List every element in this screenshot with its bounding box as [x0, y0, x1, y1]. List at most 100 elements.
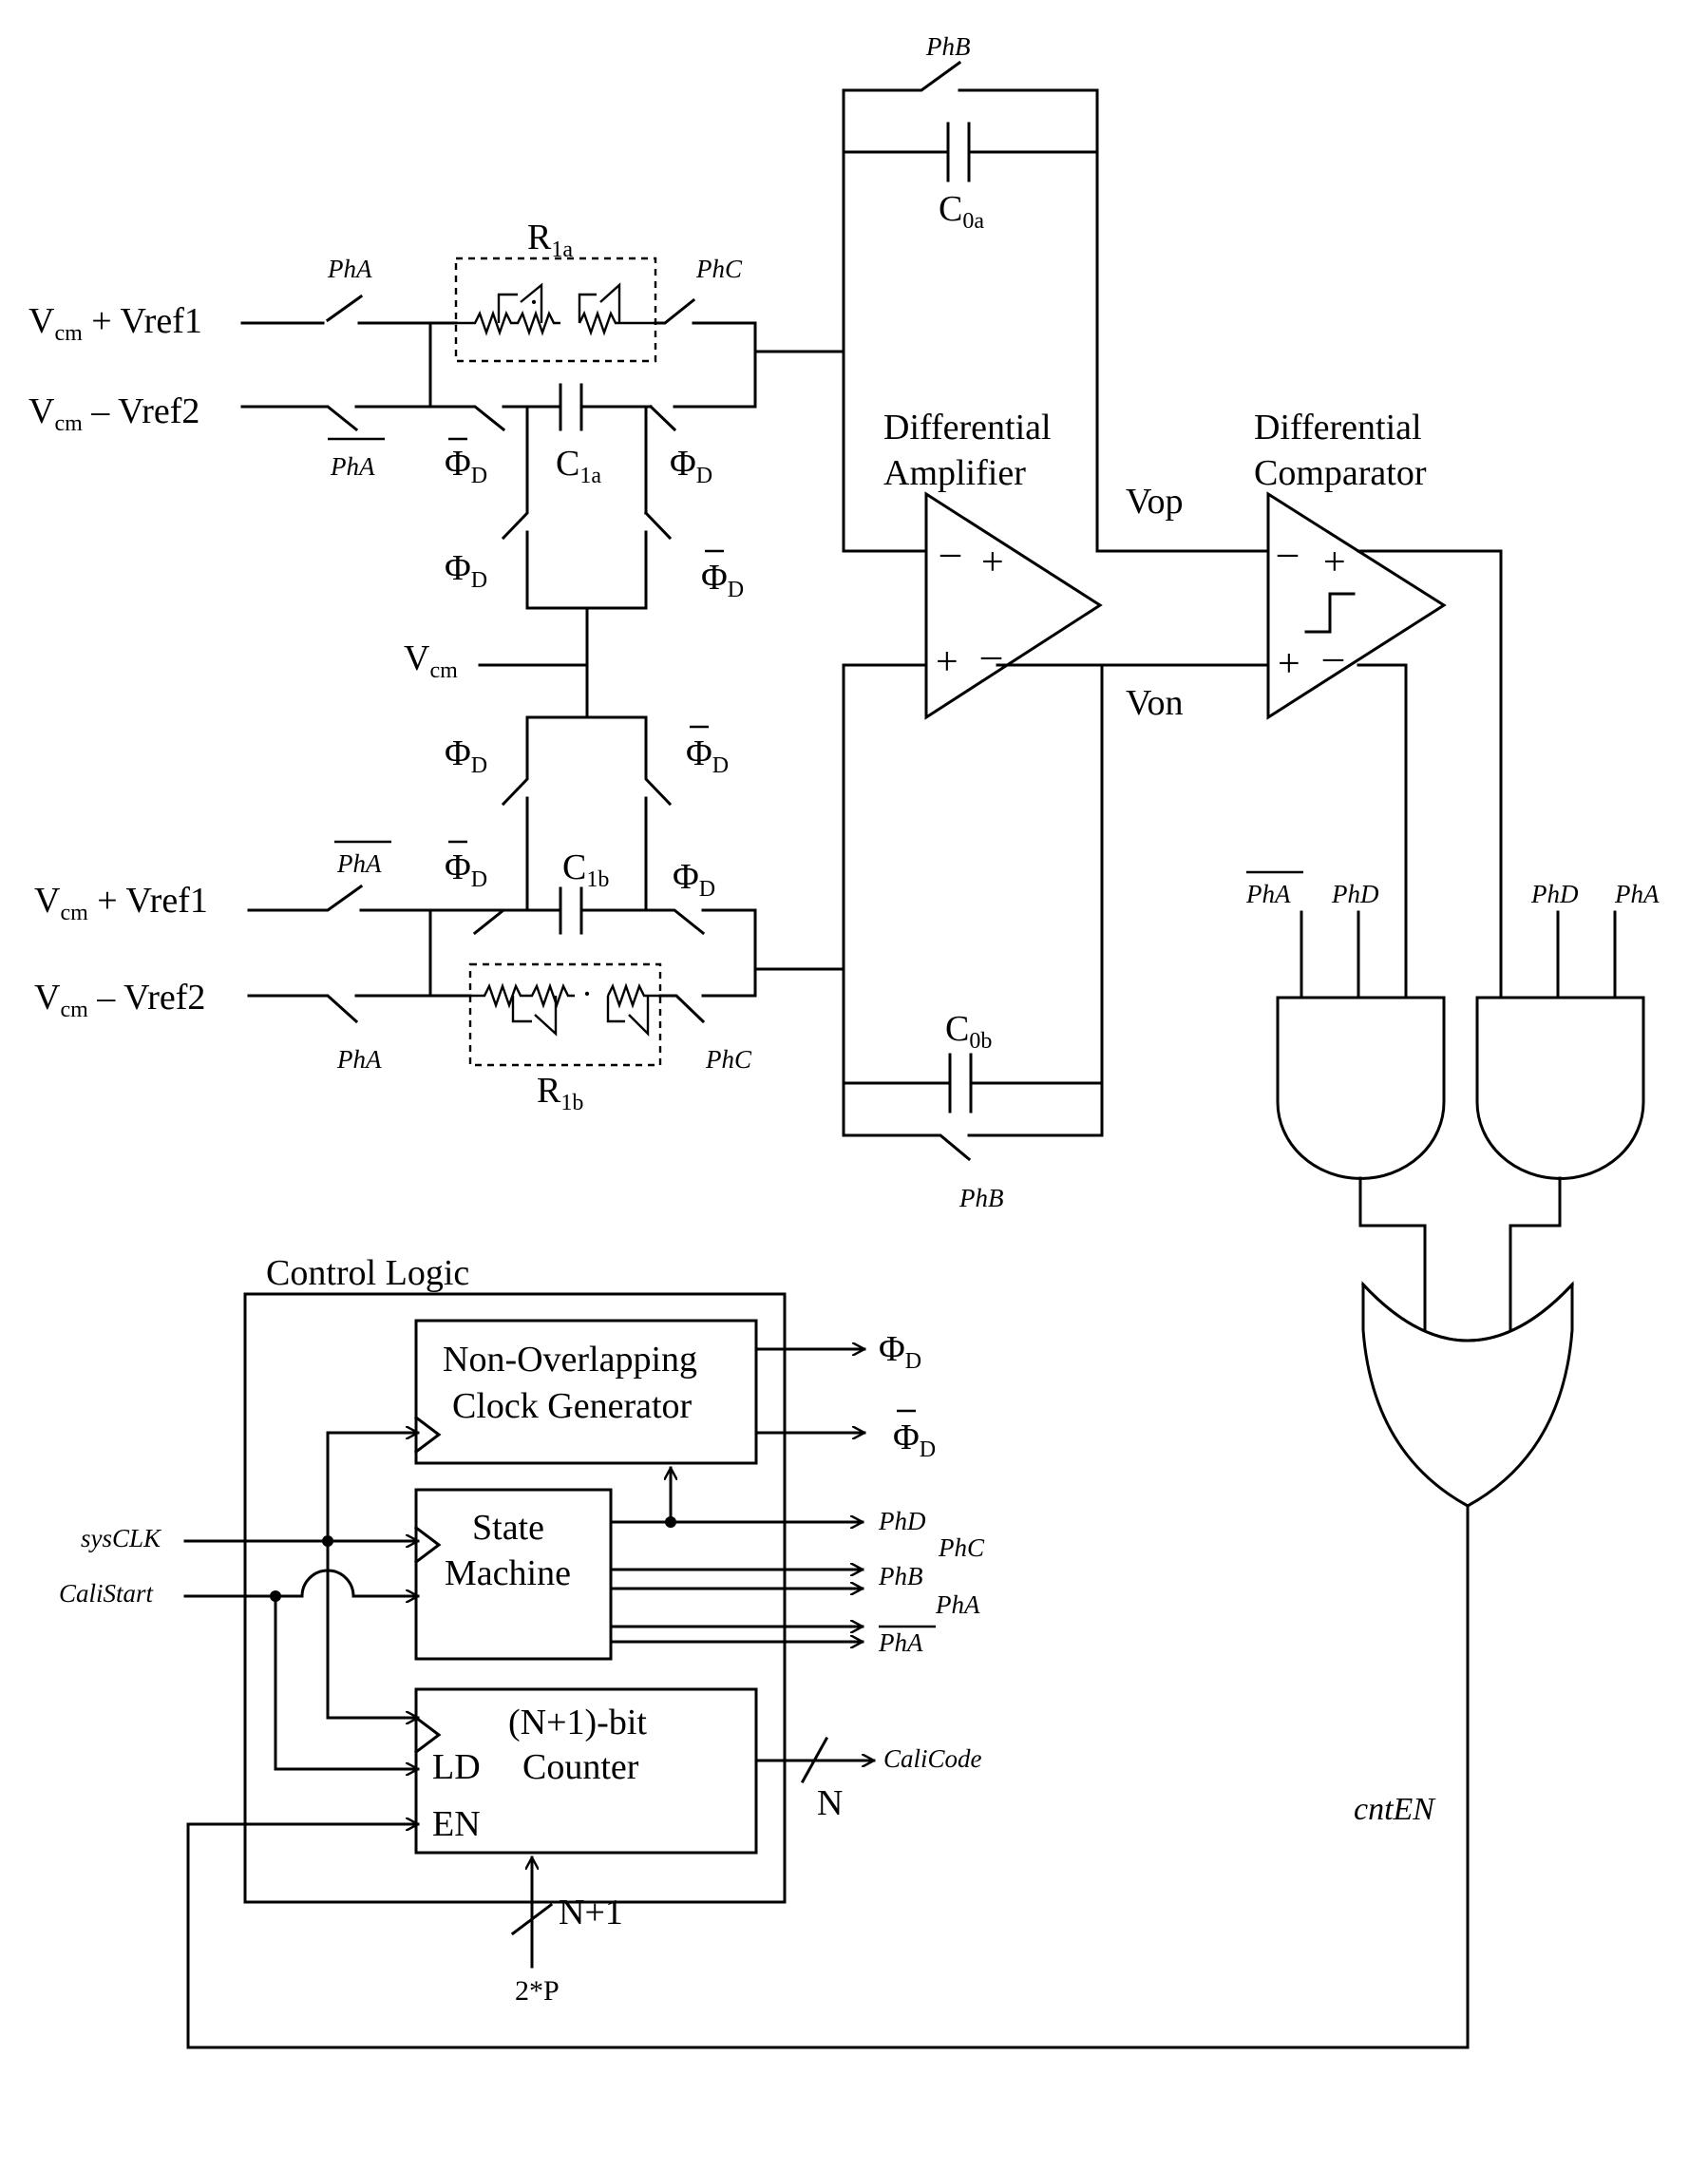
input-label-vref1-top: Vcm + Vref1: [28, 301, 202, 346]
comp-out-n: [1358, 665, 1406, 998]
nocg-line1: Non-Overlapping: [443, 1340, 697, 1380]
switch-pha-bar-top: [242, 407, 430, 429]
nocg-clock-mark: [416, 1418, 439, 1452]
amp-sign-plus-2: +: [936, 640, 958, 684]
resistor-r1b: [470, 986, 660, 1005]
capacitor-c1a: [503, 385, 651, 429]
label-c0b: C0b: [945, 1009, 992, 1054]
label-vcm: Vcm: [404, 638, 458, 683]
switch-pha-bottom: [249, 996, 470, 1021]
label-pha-top: PhA: [327, 255, 372, 283]
switch-phc-top: [655, 300, 755, 323]
c1a-vcm-switches: [503, 407, 670, 608]
label-r1a: R1a: [527, 218, 573, 262]
label-sysclk: sysCLK: [81, 1524, 162, 1552]
label-bus-n1: N+1: [559, 1893, 623, 1932]
label-out-phi: ΦD: [879, 1329, 921, 1374]
label-phc-top: PhC: [695, 255, 743, 283]
input-label-vref2-bottom: Vcm – Vref2: [34, 978, 205, 1022]
control-logic-box: [245, 1294, 785, 1902]
resistor-array-r1a: [456, 258, 655, 361]
amp-sign-minus-1: –: [939, 531, 961, 575]
cmp-sign-minus: –: [1277, 531, 1299, 575]
sm-clock-mark: [416, 1528, 439, 1562]
switch-phc-bottom: [660, 910, 755, 1021]
feedback-bottom: [755, 665, 1102, 1159]
label-phc-bottom: PhC: [705, 1045, 752, 1074]
label-sm-phd: PhD: [878, 1507, 926, 1535]
label-and1-phd: PhD: [1331, 880, 1379, 908]
resistor-array-r1b: [470, 964, 660, 1065]
label-r1b: R1b: [537, 1071, 583, 1115]
nocg-line2: Clock Generator: [452, 1386, 693, 1426]
comp-title-1: Differential: [1254, 408, 1422, 447]
vcm-node: Vcm: [404, 608, 587, 717]
sysclk-to-nocg: [328, 1433, 418, 1541]
junction-calistart: [270, 1590, 281, 1602]
input-label-vref2-top: Vcm – Vref2: [28, 391, 199, 436]
switch-phibar-c1a-left: [430, 407, 503, 429]
cmp-sign-plus: +: [1323, 541, 1346, 584]
ellipsis-r1a: ·: [528, 283, 540, 321]
label-phibar-3: ΦD: [686, 733, 729, 778]
sm-line1: State: [472, 1508, 544, 1548]
label-cnten: cntEN: [1354, 1792, 1436, 1827]
ellipsis-r1b: ·: [581, 975, 593, 1013]
node-top-right: [689, 323, 755, 407]
label-vop: Vop: [1126, 482, 1184, 522]
label-sm-phb: PhB: [878, 1562, 923, 1590]
label-phibar-1: ΦD: [445, 444, 487, 488]
calistart-to-sm: [185, 1570, 418, 1596]
switch-phi-c1a-right: [651, 407, 689, 429]
resistor-r1b-trims: [513, 996, 648, 1034]
upper-input-branch: Vcm + Vref1 Vcm – Vref2 PhA PhA · R1a Ph…: [28, 218, 755, 608]
label-out-phibar: ΦD: [893, 1418, 936, 1462]
ctr-line2: Counter: [522, 1747, 639, 1787]
label-c1b: C1b: [562, 847, 609, 892]
label-pha-bar-top: PhA: [330, 452, 375, 481]
switch-pha-bar-bottom: [249, 886, 430, 910]
or-gate: [1363, 1285, 1572, 1506]
control-logic: Control Logic Non-Overlapping Clock Gene…: [59, 1253, 985, 2007]
label-phi-4: ΦD: [673, 857, 715, 902]
amp-sign-minus-2: –: [980, 634, 1002, 677]
label-sm-pha: PhA: [935, 1590, 980, 1619]
amp-sign-plus-1: +: [981, 541, 1004, 584]
input-label-vref1-bottom: Vcm + Vref1: [34, 881, 208, 925]
ctr-ld: LD: [432, 1747, 481, 1787]
label-c1a: C1a: [556, 444, 601, 488]
resistor-r1a-trims: [499, 285, 619, 323]
label-phi-1: ΦD: [670, 444, 712, 488]
label-von: Von: [1126, 683, 1184, 723]
amp-title-2: Amplifier: [883, 453, 1026, 493]
calistart-to-ld: [275, 1596, 418, 1769]
lower-input-branch: ΦD ΦD Vcm + Vref1 Vcm – Vref2 PhA PhA C1…: [34, 717, 755, 1115]
label-phb-bottom: PhB: [958, 1184, 1004, 1212]
label-c0a: C0a: [939, 189, 984, 234]
label-pha-bottom: PhA: [336, 1045, 382, 1074]
label-and1-pha: PhA: [1245, 880, 1291, 908]
sm-line2: Machine: [445, 1553, 571, 1593]
label-phb-top: PhB: [925, 32, 971, 61]
comp-title-2: Comparator: [1254, 453, 1427, 493]
differential-comparator: – + + – Differential Comparator: [1254, 408, 1501, 998]
label-pha-bar-bottom: PhA: [336, 849, 382, 878]
sysclk-to-ctr: [328, 1541, 418, 1718]
label-sm-pha-bar: PhA: [878, 1628, 923, 1657]
label-bus-n: N: [817, 1783, 843, 1823]
label-preset: 2*P: [515, 1975, 560, 2007]
switch-pha-top: [242, 296, 456, 323]
label-phi-2: ΦD: [445, 548, 487, 593]
junction-sysclk: [322, 1535, 333, 1547]
control-logic-title: Control Logic: [266, 1253, 469, 1293]
differential-amplifier: PhB C0a – + + – Differential Amplifier V…: [755, 32, 1273, 1212]
cmp-sign-minus-2: –: [1322, 636, 1344, 679]
ctr-en: EN: [432, 1804, 481, 1844]
label-calistart: CaliStart: [59, 1579, 155, 1608]
label-phibar-4: ΦD: [445, 847, 487, 892]
and-gate-2: [1477, 998, 1643, 1178]
resistor-r1a: [456, 314, 655, 333]
label-sm-phc: PhC: [938, 1533, 985, 1562]
label-phibar-2: ΦD: [701, 558, 744, 602]
